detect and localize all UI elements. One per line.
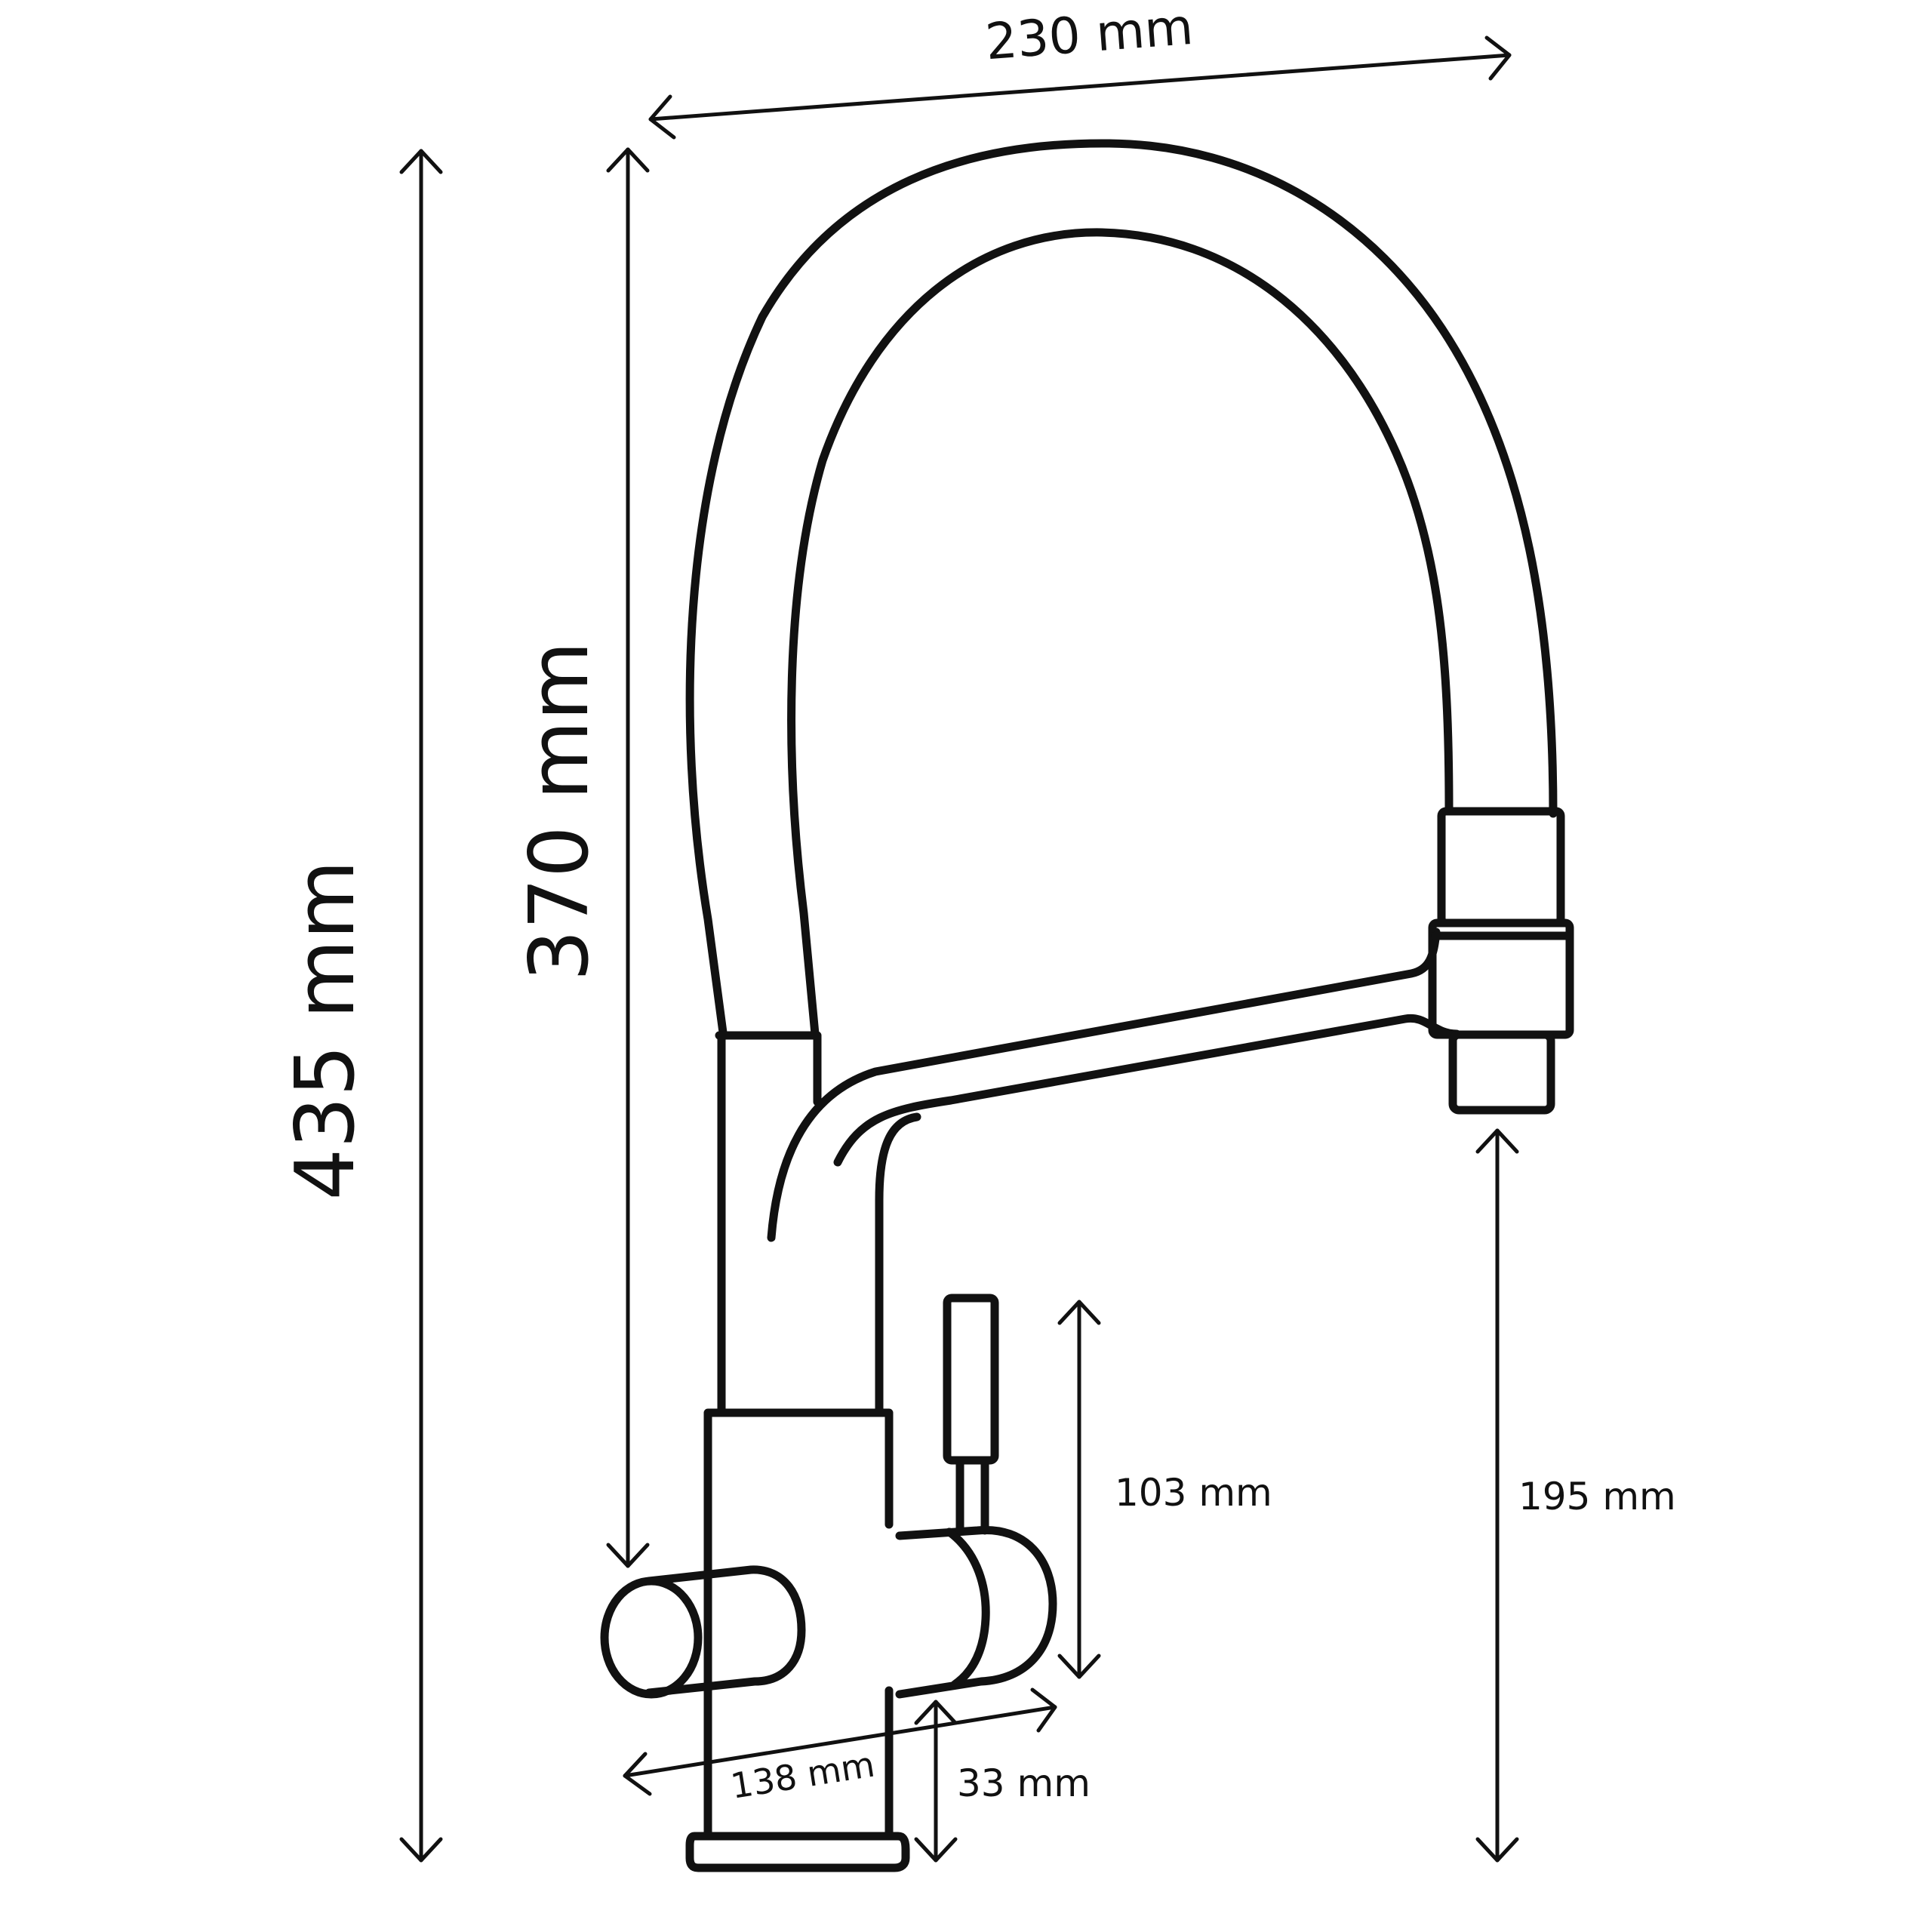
arrow-up-icon [1057,1300,1101,1325]
mixer-lever-joint [945,1527,990,1689]
mixer-lever-handle [943,1294,999,1465]
dimension-labels: 435 mm 370 mm 230 mm 195 mm 103 mm 33 mm… [278,0,1676,1807]
filter-knob-body [645,1565,806,1697]
label-spout-height: 370 mm [512,641,607,982]
base-plate [685,1832,910,1872]
dim-spout-reach [648,35,1512,140]
label-outlet-clearance: 195 mm [1518,1475,1676,1518]
dim-lever-height [1057,1300,1101,1679]
arrow-up-icon [606,147,650,173]
mixer-lever-body [895,1525,1057,1699]
label-total-height: 435 mm [278,860,373,1201]
arrow-down-icon [1475,1837,1519,1863]
dim-total-height [399,149,443,1863]
column-hose-sleeve [715,1031,822,1106]
label-base-height: 33 mm [957,1761,1091,1805]
arrow-left-icon [648,94,676,140]
filter-knob-face [600,1577,703,1699]
dim-base-depth [623,1687,1057,1796]
dim-spout-height [606,147,650,1568]
dim-outlet-clearance [1475,1128,1519,1863]
dimension-lines [399,35,1519,1863]
arrow-up-icon [1475,1128,1519,1154]
arrow-down-icon [399,1837,443,1863]
dim-base-height [914,1700,958,1863]
spray-head-collar [1437,807,1565,928]
arrow-right-icon [1484,35,1512,81]
arrow-left-icon [623,1752,652,1796]
arrow-right-icon [1030,1687,1057,1733]
arrow-down-icon [606,1543,650,1568]
label-lever-height: 103 mm [1115,1471,1272,1515]
faucet-column-right [875,1112,921,1416]
hose-inner-edge [787,228,1454,1038]
arrow-up-icon [914,1700,958,1725]
faucet-drawing [600,139,1574,1872]
hose-outer-edge [685,139,1558,1037]
label-spout-reach: 230 mm [983,0,1195,71]
arrow-down-icon [1057,1654,1101,1679]
spray-head-outlet [1448,1030,1555,1115]
faucet-lower-body [703,1408,894,1841]
arrow-down-icon [914,1837,958,1863]
label-base-depth: 138 mm [728,1744,877,1807]
spout-arm-bottom [833,1014,1461,1167]
spout-arm-top [767,928,1441,1242]
arrow-up-icon [399,149,443,174]
